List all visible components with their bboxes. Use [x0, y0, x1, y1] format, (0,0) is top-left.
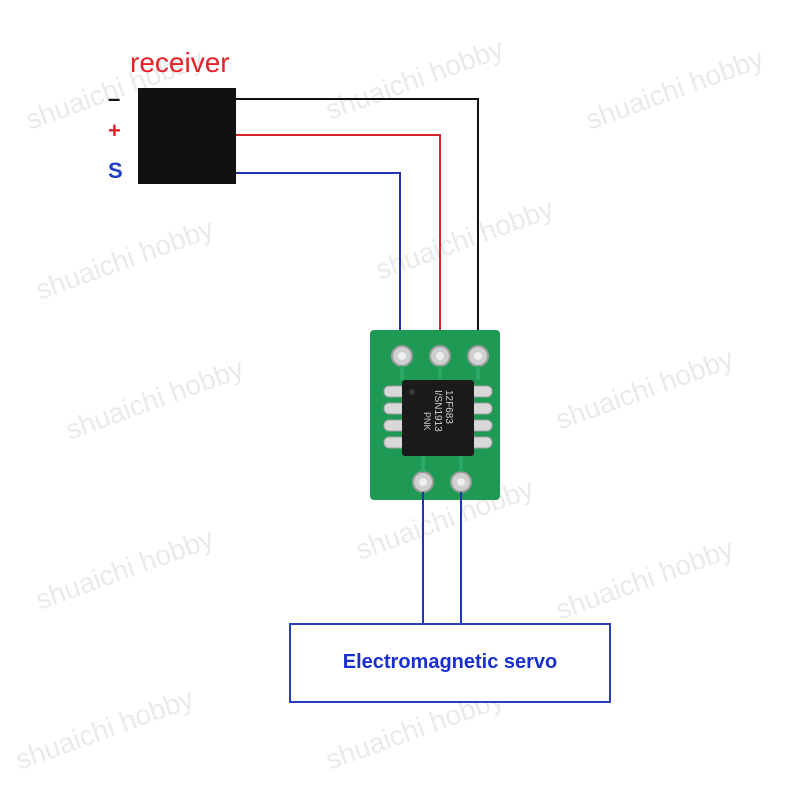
- watermark-text: shuaichi hobby: [551, 343, 737, 436]
- receiver-pin-plus-label: +: [108, 118, 121, 143]
- receiver-block: [138, 88, 236, 184]
- watermark-text: shuaichi hobby: [581, 43, 767, 136]
- pcb-pad-signal: [391, 345, 413, 367]
- receiver-pin-signal-label: S: [108, 158, 123, 183]
- watermark-text: shuaichi hobby: [31, 213, 217, 306]
- receiver-pin-minus-label: –: [108, 86, 120, 111]
- servo-block: [289, 623, 611, 703]
- servo-label: Electromagnetic servo: [343, 651, 558, 673]
- pcb-pad-out-a: [412, 471, 434, 493]
- pcb-pad-power: [429, 345, 451, 367]
- pcb-pad-out-b: [450, 471, 472, 493]
- pcb-board: 12F683 I/SN1913 PNK: [370, 330, 500, 500]
- microcontroller-chip: [402, 380, 474, 456]
- chip-marking-line3: PNK: [422, 412, 432, 431]
- pcb-pad-ground: [467, 345, 489, 367]
- watermark-text: shuaichi hobby: [61, 353, 247, 446]
- wire-signal: [236, 172, 401, 356]
- chip-marking-line2: I/SN1913: [432, 390, 443, 432]
- watermark-text: shuaichi hobby: [551, 533, 737, 626]
- chip-pin1-dot: [409, 389, 415, 395]
- chip-marking-line1: 12F683: [443, 390, 454, 424]
- watermark-text: shuaichi hobby: [321, 33, 507, 126]
- pcb-traces: [400, 366, 480, 472]
- watermark-text: shuaichi hobby: [31, 523, 217, 616]
- wire-ground: [220, 98, 479, 356]
- watermark-text: shuaichi hobby: [11, 683, 197, 776]
- receiver-title: receiver: [130, 47, 230, 78]
- wire-power: [236, 134, 441, 356]
